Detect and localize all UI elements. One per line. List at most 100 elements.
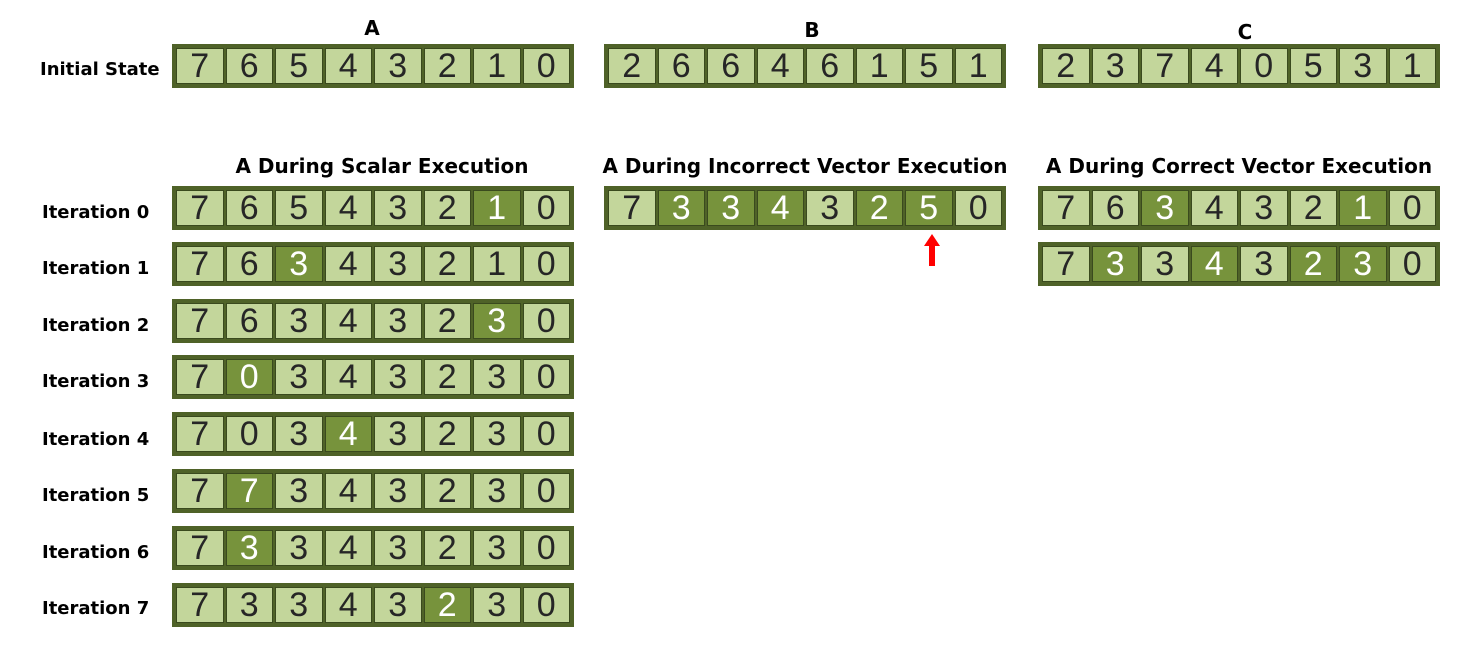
array-cell: 3 xyxy=(275,473,323,509)
array-cell: 2 xyxy=(423,416,471,452)
array-cell: 4 xyxy=(324,587,372,623)
array-cell: 2 xyxy=(423,246,471,282)
array-cell: 0 xyxy=(1388,246,1436,282)
array-cell: 3 xyxy=(374,303,422,339)
array-cell: 2 xyxy=(423,303,471,339)
title-scalar-execution: A During Scalar Execution xyxy=(235,154,529,178)
array-cell: 3 xyxy=(374,473,422,509)
array-cell: 5 xyxy=(275,48,323,84)
array-cell: 3 xyxy=(473,416,521,452)
array-cell: 3 xyxy=(225,530,273,566)
array-cell: 0 xyxy=(522,246,570,282)
array-cell: 3 xyxy=(1141,190,1189,226)
array-cell: 0 xyxy=(522,359,570,395)
array-cell: 7 xyxy=(1141,48,1189,84)
array-cell: 4 xyxy=(1190,246,1238,282)
array-cell: 0 xyxy=(522,48,570,84)
array-cell: 4 xyxy=(324,359,372,395)
array-cell: 1 xyxy=(473,246,521,282)
array-cell: 6 xyxy=(225,303,273,339)
array-cell: 5 xyxy=(275,190,323,226)
array-cell: 7 xyxy=(176,359,224,395)
array-cell: 3 xyxy=(275,359,323,395)
array-cell: 7 xyxy=(176,587,224,623)
array-cell: 0 xyxy=(954,190,1002,226)
array-cell: 4 xyxy=(324,416,372,452)
array-cell: 3 xyxy=(707,190,755,226)
array-cell: 0 xyxy=(522,190,570,226)
label-iteration-0: Iteration 0 xyxy=(42,202,150,223)
array-cell: 4 xyxy=(324,48,372,84)
array-cell: 3 xyxy=(374,359,422,395)
array-cell: 6 xyxy=(225,190,273,226)
array-cell: 7 xyxy=(176,473,224,509)
array-cell: 1 xyxy=(1388,48,1436,84)
array-cell: 7 xyxy=(1042,246,1090,282)
array-cell: 4 xyxy=(756,190,804,226)
array-cell: 1 xyxy=(954,48,1002,84)
array-cell: 3 xyxy=(275,246,323,282)
array-cell: 4 xyxy=(1190,190,1238,226)
array-cell: 5 xyxy=(905,48,953,84)
array-cell: 6 xyxy=(225,48,273,84)
title-incorrect-vector-execution: A During Incorrect Vector Execution xyxy=(602,154,1008,178)
array-cell: 4 xyxy=(756,48,804,84)
title-c: C xyxy=(1237,20,1253,44)
array-cell: 1 xyxy=(473,190,521,226)
array-cell: 6 xyxy=(707,48,755,84)
array-cell: 3 xyxy=(806,190,854,226)
array-cell: 2 xyxy=(423,359,471,395)
array-cell: 7 xyxy=(176,48,224,84)
label-iteration-6: Iteration 6 xyxy=(42,542,150,563)
array-cell: 2 xyxy=(1289,246,1337,282)
array-cell: 0 xyxy=(1388,190,1436,226)
array-cell: 5 xyxy=(1289,48,1337,84)
array-cell: 7 xyxy=(176,303,224,339)
array-cell: 3 xyxy=(374,190,422,226)
array-cell: 3 xyxy=(374,246,422,282)
label-iteration-5: Iteration 5 xyxy=(42,485,150,506)
array-cell: 3 xyxy=(374,587,422,623)
array-cell: 4 xyxy=(324,530,372,566)
array-cell: 0 xyxy=(522,416,570,452)
array-cell: 2 xyxy=(423,473,471,509)
array-cell: 1 xyxy=(855,48,903,84)
array-cell: 0 xyxy=(522,587,570,623)
array-cell: 3 xyxy=(1240,190,1288,226)
array-cell: 0 xyxy=(522,473,570,509)
array-cell: 4 xyxy=(324,303,372,339)
array-cell: 3 xyxy=(657,190,705,226)
array-cell: 3 xyxy=(275,587,323,623)
array-cell: 7 xyxy=(176,246,224,282)
label-iteration-2: Iteration 2 xyxy=(42,315,150,336)
array-cell: 2 xyxy=(423,587,471,623)
array-cell: 4 xyxy=(1190,48,1238,84)
array-cell: 3 xyxy=(275,303,323,339)
array-cell: 3 xyxy=(1091,246,1139,282)
array-cell: 3 xyxy=(473,303,521,339)
label-iteration-1: Iteration 1 xyxy=(42,258,150,279)
array-cell: 7 xyxy=(176,190,224,226)
array-cell: 0 xyxy=(522,303,570,339)
array-cell: 5 xyxy=(905,190,953,226)
array-cell: 3 xyxy=(374,48,422,84)
array-cell: 3 xyxy=(1339,246,1387,282)
array-cell: 2 xyxy=(1289,190,1337,226)
array-cell: 4 xyxy=(324,246,372,282)
array-cell: 3 xyxy=(374,416,422,452)
array-cell: 3 xyxy=(1091,48,1139,84)
array-cell: 2 xyxy=(1042,48,1090,84)
array-cell: 6 xyxy=(657,48,705,84)
title-a: A xyxy=(364,16,380,40)
up-arrow-icon xyxy=(924,234,940,266)
array-cell: 0 xyxy=(225,416,273,452)
